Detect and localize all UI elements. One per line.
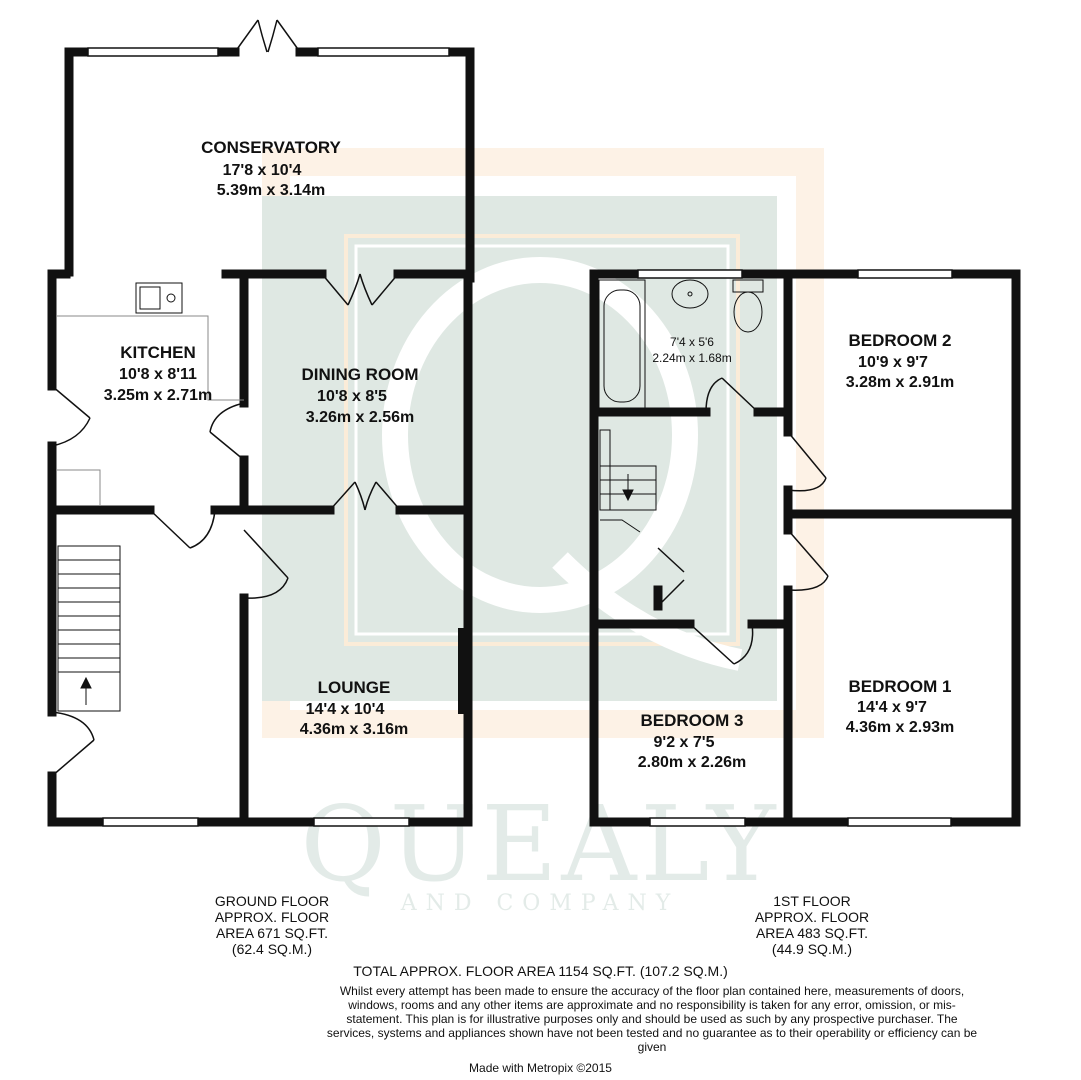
credit-text: Made with Metropix ©2015	[469, 1061, 612, 1075]
bathroom-fittings	[598, 279, 764, 409]
room-name-kitchen: KITCHEN	[120, 343, 196, 362]
room-imperial-bedroom-2: 10'9 x 9'7	[858, 354, 928, 371]
room-name-conservatory: CONSERVATORY	[201, 138, 341, 157]
room-name-dining: DINING ROOM	[301, 365, 418, 384]
ground-floor-doors	[51, 19, 401, 777]
room-metric-conservatory: 5.39m x 3.14m	[217, 182, 326, 199]
room-imperial-bedroom-1: 14'4 x 9'7	[857, 699, 927, 716]
ground-floor-caption: GROUND FLOOR APPROX. FLOOR AREA 671 SQ.F…	[214, 893, 330, 957]
room-metric-bedroom-2: 3.28m x 2.91m	[846, 374, 955, 391]
bathroom-imperial: 7'4 x 5'6	[670, 335, 714, 349]
room-labels: CONSERVATORY 17'8 x 10'4 5.39m x 3.14m K…	[104, 138, 955, 771]
room-name-bedroom-2: BEDROOM 2	[849, 331, 952, 350]
room-name-bedroom-3: BEDROOM 3	[641, 711, 744, 730]
watermark-brand: QUEALY	[301, 783, 780, 905]
room-imperial-bedroom-3: 9'2 x 7'5	[654, 734, 715, 751]
room-imperial-lounge: 14'4 x 10'4	[306, 701, 385, 718]
bathroom-metric: 2.24m x 1.68m	[652, 351, 731, 365]
first-floor-doors	[657, 377, 829, 665]
ground-floor-walls	[47, 47, 475, 827]
room-name-bedroom-1: BEDROOM 1	[849, 677, 952, 696]
watermark-subtitle: AND COMPANY	[400, 891, 680, 916]
room-imperial-conservatory: 17'8 x 10'4	[223, 162, 302, 179]
kitchen-units	[57, 282, 244, 506]
room-metric-bedroom-3: 2.80m x 2.26m	[638, 754, 747, 771]
room-metric-bedroom-1: 4.36m x 2.93m	[846, 719, 955, 736]
room-metric-lounge: 4.36m x 3.16m	[300, 721, 409, 738]
room-name-lounge: LOUNGE	[318, 678, 391, 697]
room-imperial-dining: 10'8 x 8'5	[317, 388, 387, 405]
total-floor-area: TOTAL APPROX. FLOOR AREA 1154 SQ.FT. (10…	[353, 963, 728, 979]
disclaimer-text: Whilst every attempt has been made to en…	[326, 984, 978, 1054]
watermark-logo	[262, 148, 824, 738]
room-metric-dining: 3.26m x 2.56m	[306, 409, 415, 426]
chimney-breast	[458, 628, 470, 714]
room-metric-kitchen: 3.25m x 2.71m	[104, 387, 213, 404]
first-floor-caption: 1ST FLOOR APPROX. FLOOR AREA 483 SQ.FT. …	[754, 893, 870, 957]
ground-floor-windows	[87, 47, 450, 827]
first-floor-windows	[637, 269, 953, 827]
first-floor-staircase	[599, 429, 657, 533]
room-imperial-kitchen: 10'8 x 8'11	[119, 366, 197, 383]
ground-staircase	[57, 545, 121, 712]
first-floor-walls	[589, 269, 1021, 827]
